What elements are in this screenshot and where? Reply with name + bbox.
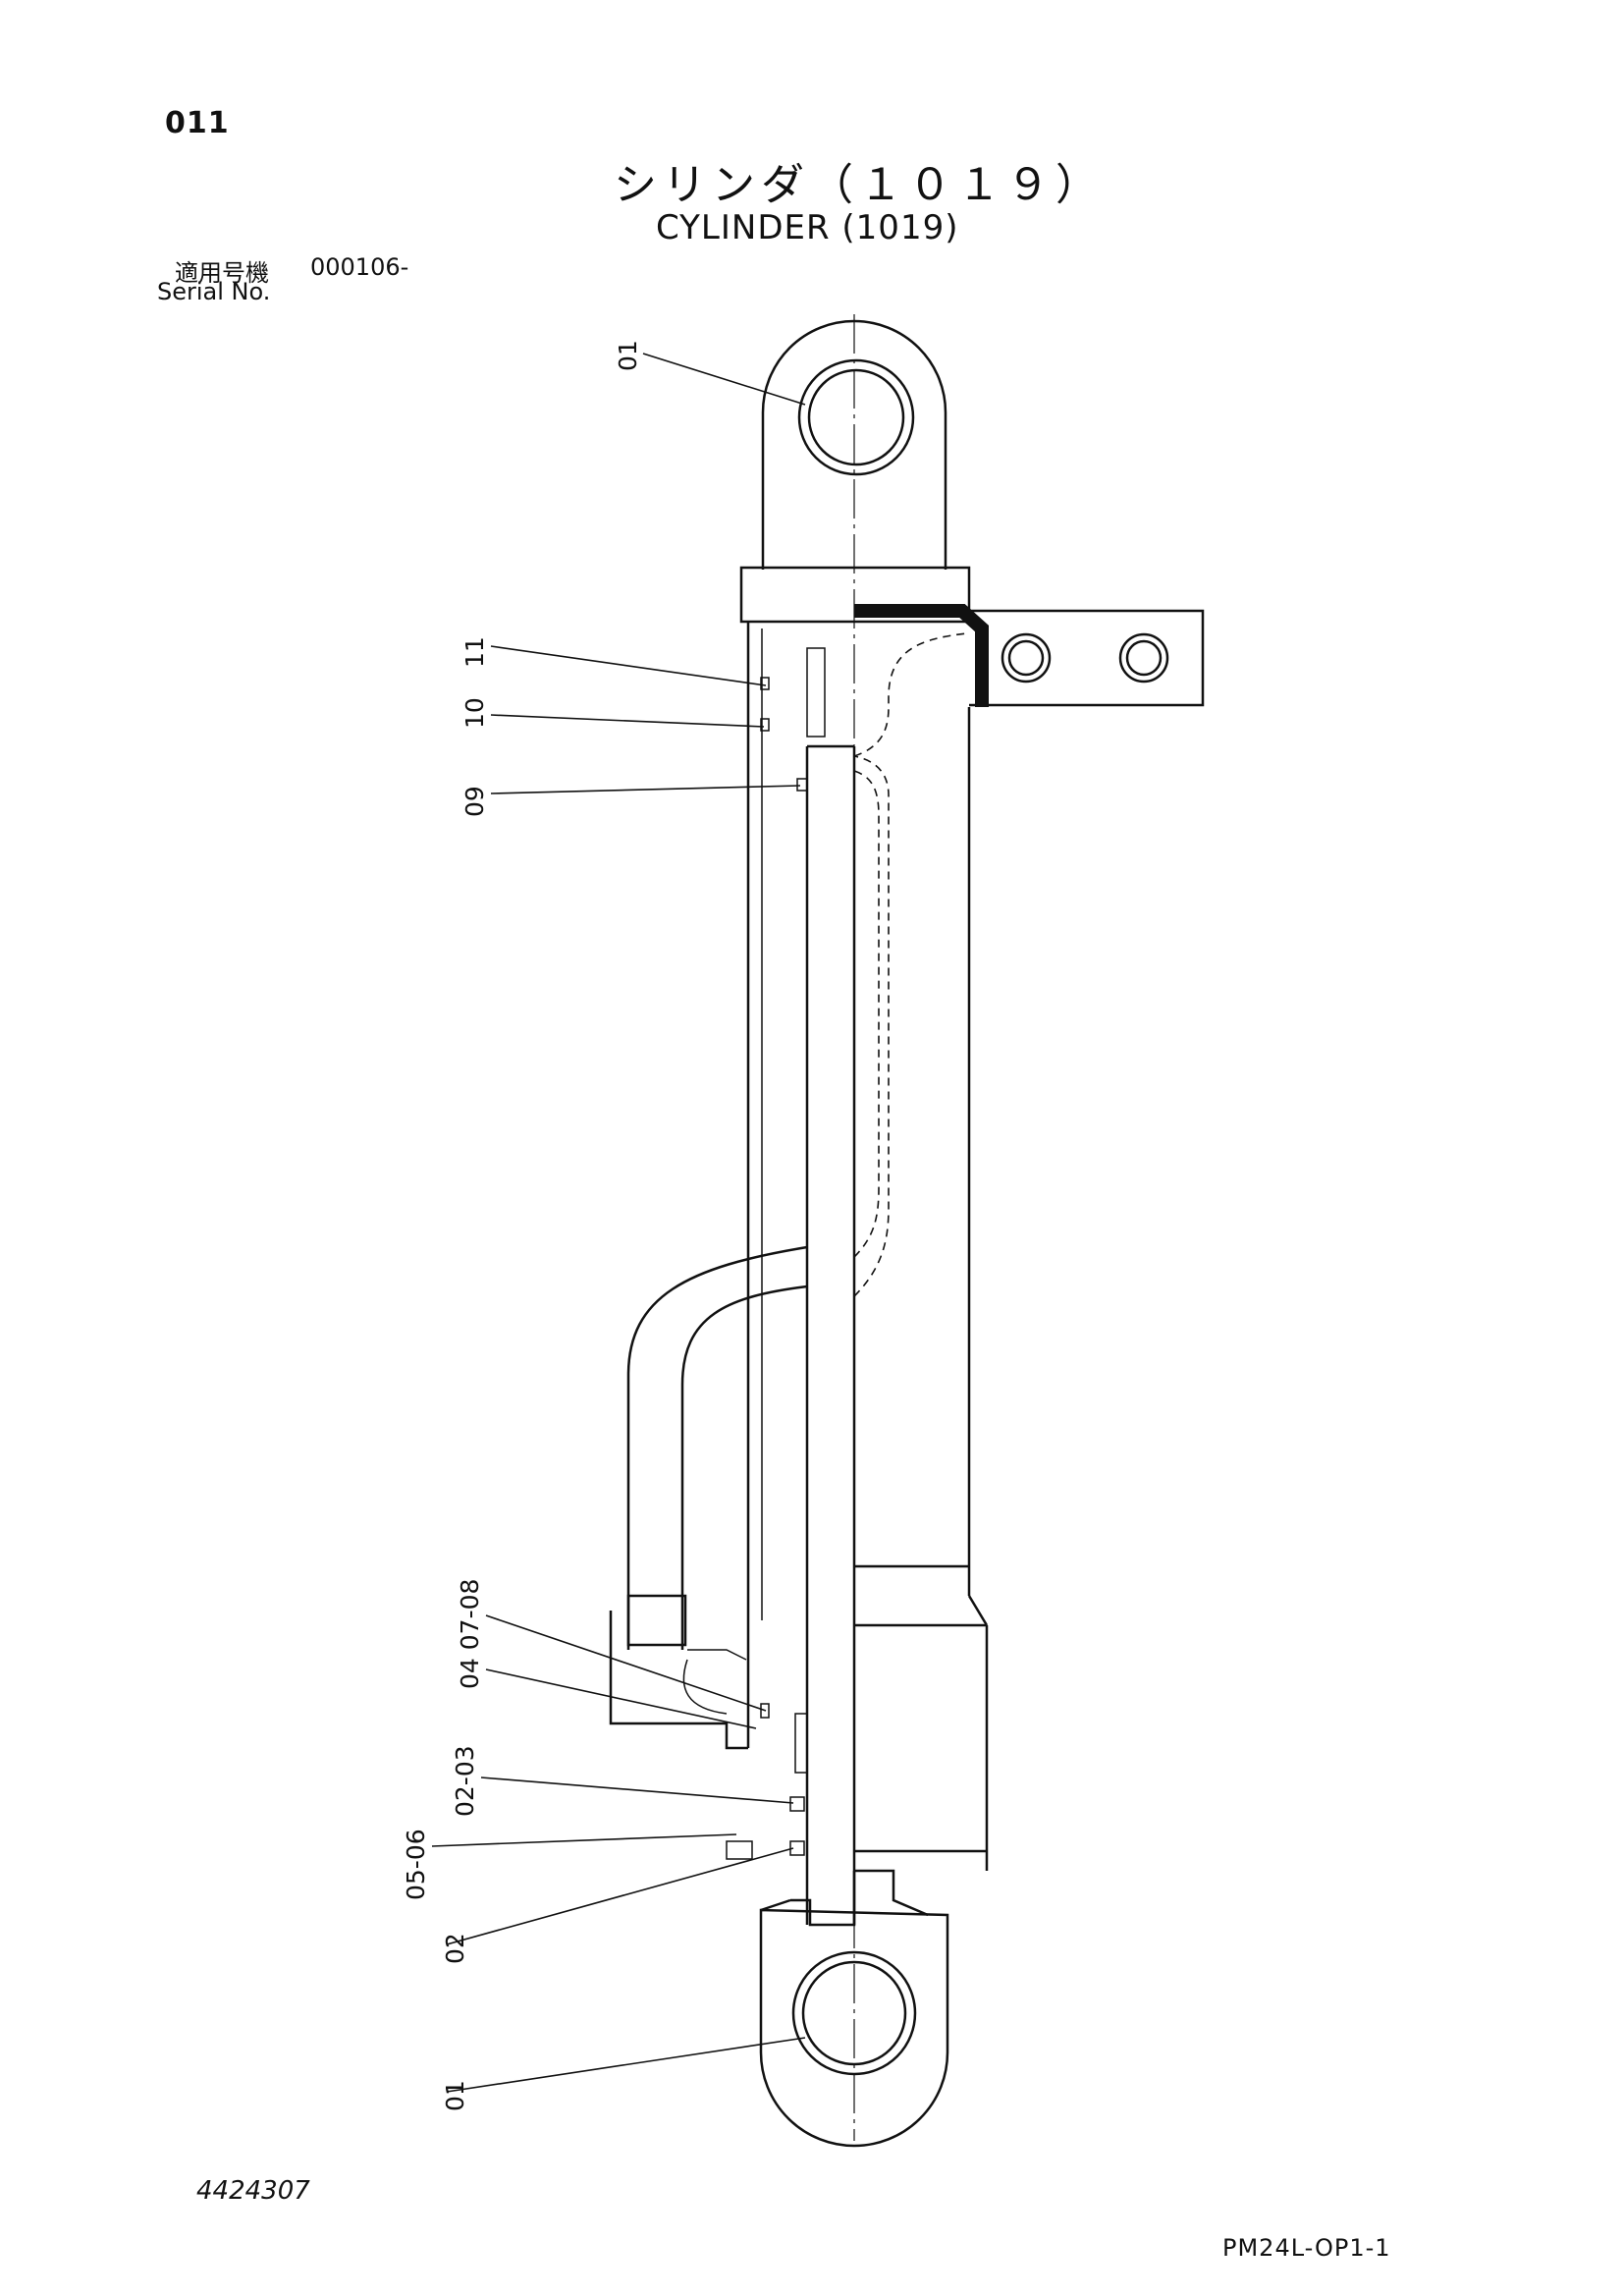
- seal-0708: [760, 1703, 770, 1719]
- hose-outer: [626, 1245, 808, 1650]
- callout-10: 10: [460, 697, 489, 729]
- top-pin-outer: [797, 358, 915, 476]
- top-clevis: [761, 319, 947, 570]
- callout-02: 02: [441, 1933, 469, 1964]
- bracket-hole-left-inner: [1007, 639, 1045, 677]
- callout-11: 11: [460, 636, 489, 668]
- leader-10: [490, 714, 765, 728]
- callout-04-07-08: 04 07-08: [456, 1579, 484, 1689]
- title-japanese: シリンダ（１０１９）: [614, 160, 1105, 210]
- leader-0506: [431, 1833, 737, 1847]
- leader-0203: [480, 1777, 794, 1804]
- seal-04: [794, 1713, 808, 1774]
- page-code: PM24L-OP1-1: [1222, 2234, 1391, 2262]
- internal-channel-a: [853, 632, 968, 757]
- seal-09: [796, 778, 808, 792]
- seal-11: [760, 677, 770, 690]
- port-passage: [682, 1649, 747, 1715]
- internal-channel-b: [853, 755, 890, 1297]
- callout-05-06: 05-06: [402, 1829, 430, 1900]
- leader-09: [490, 785, 801, 794]
- serial-label-japanese: 適用号機: [175, 259, 269, 287]
- tube-step-upper: [967, 1595, 989, 1626]
- rod-end-weld: [760, 1869, 929, 1927]
- seal-10: [760, 718, 770, 732]
- bracket-hole-right-inner: [1125, 639, 1163, 677]
- leader-01-bottom: [446, 2037, 806, 2093]
- document-number: 4424307: [196, 2176, 310, 2206]
- mounting-bracket: [969, 609, 1205, 707]
- bottom-pin-inner: [801, 1960, 907, 2066]
- bottom-pin-outer: [791, 1950, 917, 2076]
- callout-01-bottom: 01: [441, 2080, 469, 2111]
- bottom-clevis: [759, 1908, 949, 2148]
- weld-seam: [854, 604, 989, 707]
- top-pin-inner: [807, 368, 905, 466]
- callout-09: 09: [460, 786, 489, 817]
- callout-02-03: 02-03: [451, 1745, 479, 1817]
- hose-inner: [680, 1285, 808, 1650]
- callout-01-top: 01: [614, 340, 642, 371]
- serial-label-english: Serial No.: [157, 278, 271, 305]
- seal-0203: [789, 1796, 805, 1812]
- bracket-hole-right: [1118, 632, 1169, 683]
- bracket-hole-left: [1001, 632, 1052, 683]
- seal-02: [789, 1840, 805, 1856]
- rod-guide: [806, 647, 826, 738]
- serial-number-range: 000106-: [310, 253, 409, 281]
- head-cap: [739, 566, 971, 624]
- leader-02: [446, 1847, 794, 1945]
- seal-0506: [726, 1840, 753, 1860]
- hose-fitting: [626, 1594, 687, 1647]
- leader-11: [490, 645, 767, 686]
- title-english: CYLINDER (1019): [656, 208, 959, 247]
- leader-01-top: [642, 353, 806, 406]
- page-number: 011: [165, 106, 230, 140]
- internal-channel-c: [853, 770, 880, 1258]
- leader-0708: [485, 1614, 767, 1712]
- port-block: [609, 1611, 748, 1750]
- leader-04: [485, 1668, 757, 1729]
